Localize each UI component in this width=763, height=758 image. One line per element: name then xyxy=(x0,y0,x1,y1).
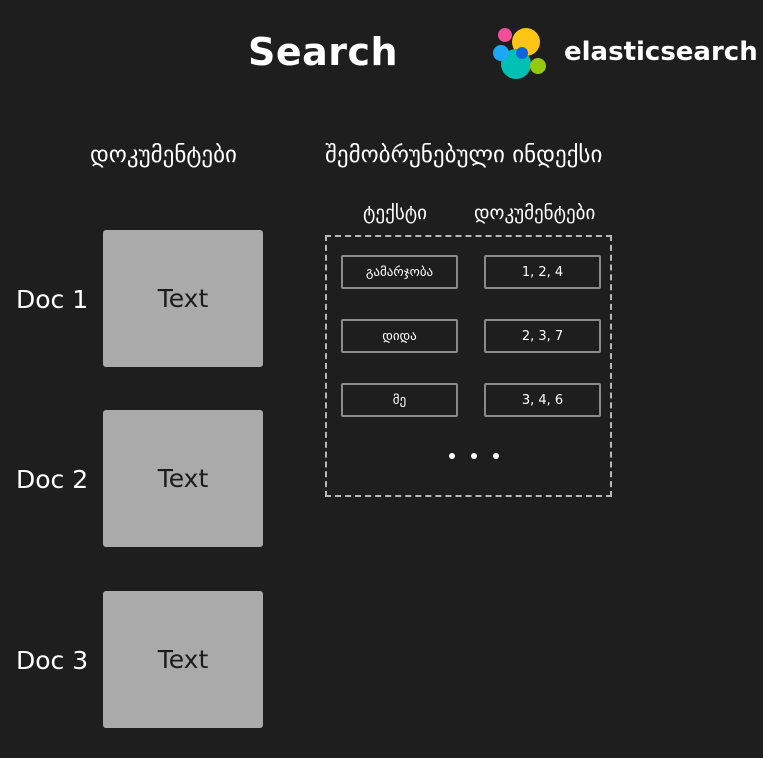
term-column-header: ტექსტი xyxy=(363,202,428,224)
logo-text: elasticsearch xyxy=(564,37,758,67)
doc-label: Doc 3 xyxy=(16,646,89,675)
index-term-cell: დიდა xyxy=(341,319,458,353)
elasticsearch-logo-icon xyxy=(493,28,546,79)
doc-text: Text xyxy=(157,464,209,493)
inverted-index-frame xyxy=(325,235,612,497)
index-docs-cell: 2, 3, 7 xyxy=(484,319,601,353)
ellipsis-dots-icon xyxy=(446,448,506,464)
doc-box: Text xyxy=(103,591,263,728)
docs-column-header: დოკუმენტები xyxy=(474,202,596,224)
doc-label: Doc 2 xyxy=(16,465,89,494)
inverted-index-heading: შემობრუნებული ინდექსი xyxy=(325,142,603,168)
index-docs-cell: 3, 4, 6 xyxy=(484,383,601,417)
doc-label: Doc 1 xyxy=(16,285,89,314)
doc-text: Text xyxy=(157,645,209,674)
documents-heading: დოკუმენტები xyxy=(90,142,237,168)
index-term-cell: გამარჯობა xyxy=(341,255,458,289)
index-term-cell: მე xyxy=(341,383,458,417)
doc-box: Text xyxy=(103,230,263,367)
index-docs-cell: 1, 2, 4 xyxy=(484,255,601,289)
page-title: Search xyxy=(248,30,399,74)
doc-box: Text xyxy=(103,410,263,547)
doc-text: Text xyxy=(157,284,209,313)
